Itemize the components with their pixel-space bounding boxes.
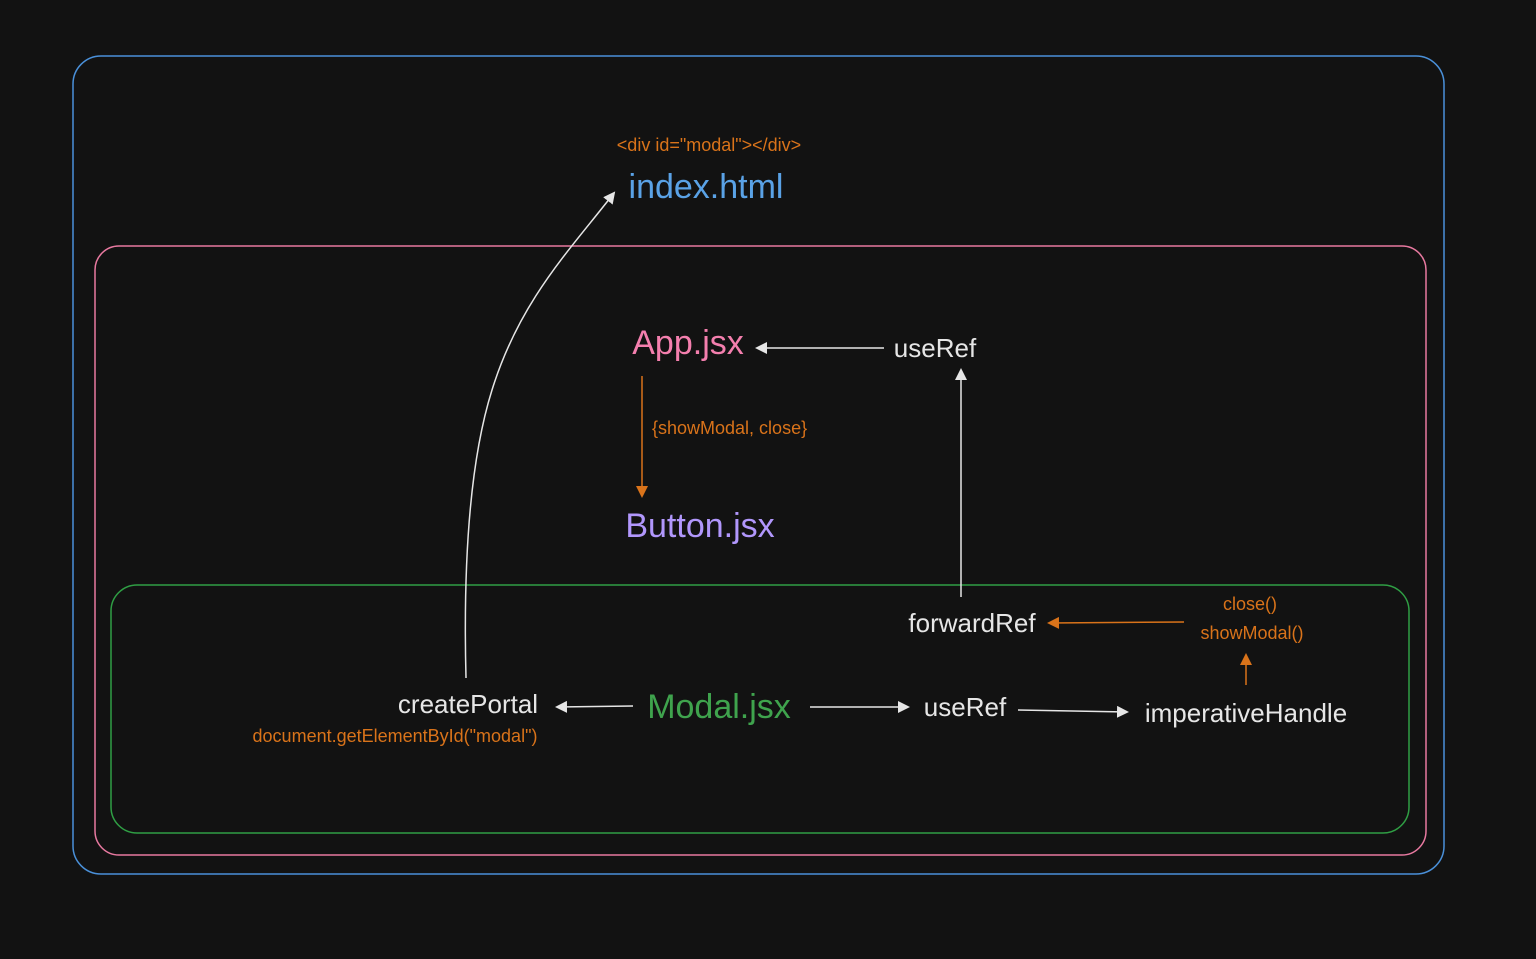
createportal-node: createPortal xyxy=(397,689,539,719)
button-jsx-node: Button.jsx xyxy=(625,507,775,545)
handle-close-method: close() xyxy=(1222,594,1278,614)
createportal-note: document.getElementById("modal") xyxy=(252,726,538,746)
edge-handle-methods-to-forwardref xyxy=(1047,616,1185,629)
props-note: {showModal, close} xyxy=(652,418,808,438)
edge-createportal-to-index xyxy=(464,191,616,679)
handle-showmodal-method: showModal() xyxy=(1200,623,1304,643)
modal-boundary xyxy=(110,584,1410,834)
outer-boundary xyxy=(72,55,1445,875)
app-jsx-node: App.jsx xyxy=(632,324,744,362)
edge-modal-to-createportal xyxy=(555,700,634,713)
modal-jsx-node: Modal.jsx xyxy=(647,688,791,726)
app-boundary xyxy=(94,245,1427,856)
forwardref-node: forwardRef xyxy=(908,608,1036,638)
index-html-node: index.html xyxy=(628,168,784,206)
imperativehandle-node: imperativeHandle xyxy=(1144,698,1348,728)
modal-useref-node: useRef xyxy=(923,692,1007,722)
index-html-note: <div id="modal"></div> xyxy=(616,135,802,155)
app-useref-node: useRef xyxy=(893,333,977,363)
edge-useref-to-imperativehandle xyxy=(1017,705,1129,718)
